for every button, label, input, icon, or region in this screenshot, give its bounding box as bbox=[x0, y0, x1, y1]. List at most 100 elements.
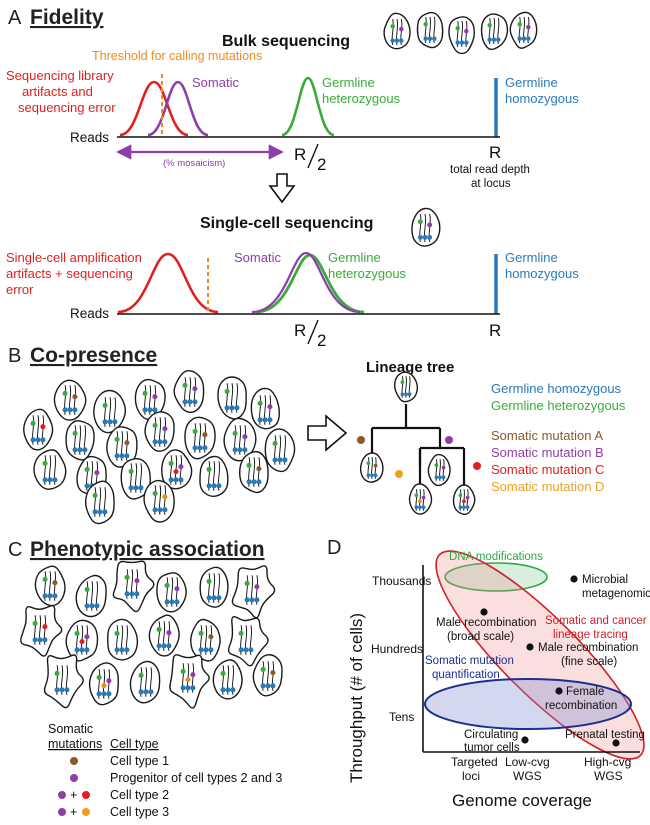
cell-icon bbox=[416, 11, 444, 49]
panel-b-letter: B bbox=[8, 345, 21, 367]
bulk-cells-illustration bbox=[383, 11, 538, 55]
cell-icon bbox=[227, 616, 269, 667]
x-tick-lowcvg-1: Low-cvg bbox=[505, 755, 550, 769]
cell-icon bbox=[199, 566, 229, 608]
point-male-fine bbox=[526, 643, 534, 651]
x-tick-highcvg-2: WGS bbox=[594, 769, 623, 783]
cell-icon bbox=[383, 12, 411, 50]
panel-b-title: Co-presence bbox=[30, 344, 157, 367]
label-microbial-2: metagenomics bbox=[582, 588, 650, 600]
cell-icon bbox=[106, 426, 138, 468]
panel-c-title: Phenotypic association bbox=[30, 538, 265, 561]
label-ctc-2: tumor cells bbox=[464, 742, 520, 754]
cell-icon bbox=[190, 618, 221, 662]
label-dna-modifications: DNA modifications bbox=[449, 551, 543, 563]
sc-artifacts-label-1: Single-cell amplification bbox=[6, 250, 142, 265]
reads-label: Reads bbox=[70, 130, 109, 145]
row-celltype-3: Cell type 3 bbox=[110, 805, 169, 819]
cell-icon bbox=[239, 450, 269, 494]
sc-germline-het-label-2: heterozygous bbox=[328, 266, 407, 281]
cell-icon bbox=[65, 619, 99, 662]
legend-germline-heterozygous: Germline heterozygous bbox=[491, 398, 626, 413]
label-mutation-quant-2: quantification bbox=[432, 669, 500, 681]
sc-somatic-label: Somatic bbox=[234, 250, 281, 265]
cell-icon bbox=[107, 618, 139, 661]
label-female-2: recombination bbox=[545, 700, 617, 712]
legend-dot-purple bbox=[70, 774, 78, 782]
cell-icon bbox=[20, 604, 63, 657]
label-mutation-quant-1: Somatic mutation bbox=[425, 655, 514, 667]
lineage-tree bbox=[357, 371, 481, 516]
label-lineage-tracing-1: Somatic and cancer bbox=[545, 615, 647, 627]
cell-icon bbox=[144, 411, 175, 452]
artifacts-label-2: artifacts and bbox=[22, 84, 93, 99]
x-tick-targeted-2: loci bbox=[462, 769, 480, 783]
plus-2: + bbox=[70, 805, 77, 819]
sc-r-half-denominator: 2 bbox=[317, 331, 326, 350]
cell-icon bbox=[161, 449, 193, 490]
cell-icon bbox=[452, 484, 476, 516]
cell-icon bbox=[143, 479, 175, 523]
col-mutations-1: Somatic bbox=[48, 722, 93, 736]
cell-icon bbox=[129, 660, 161, 704]
legend-dot-purple-3 bbox=[58, 808, 66, 816]
legend-dot-purple-2 bbox=[58, 791, 66, 799]
point-microbial bbox=[570, 575, 578, 583]
col-celltype: Cell type bbox=[110, 737, 159, 751]
depth-label-2: at locus bbox=[471, 178, 511, 190]
row-progenitor: Progenitor of cell types 2 and 3 bbox=[110, 771, 282, 785]
point-ctc bbox=[521, 736, 529, 744]
y-axis-label: Throughput (# of cells) bbox=[347, 613, 366, 783]
mosaicism-label: (% mosaicism) bbox=[163, 158, 225, 169]
cell-icon bbox=[84, 480, 115, 525]
mutation-legend: Germline homozygous Germline heterozygou… bbox=[491, 381, 626, 494]
label-male-fine-2: (fine scale) bbox=[561, 656, 617, 668]
somatic-curve bbox=[147, 80, 209, 137]
germline-hom-label-1: Germline bbox=[505, 75, 558, 90]
cell-icon bbox=[53, 379, 87, 421]
cell-icon bbox=[173, 370, 205, 414]
sc-r-half-label: R bbox=[294, 321, 306, 340]
cell-icon bbox=[480, 13, 509, 51]
legend-dot-red bbox=[82, 791, 90, 799]
cell-icon bbox=[43, 654, 84, 709]
cell-icon bbox=[427, 453, 451, 487]
panel-c-letter: C bbox=[8, 539, 22, 561]
label-prenatal: Prenatal testing bbox=[565, 729, 645, 741]
sc-reads-label: Reads bbox=[70, 306, 109, 321]
y-tick-thousands: Thousands bbox=[372, 574, 431, 588]
germline-hom-label-2: homozygous bbox=[505, 91, 579, 106]
y-tick-tens: Tens bbox=[389, 710, 414, 724]
cell-icon bbox=[250, 387, 280, 430]
lineage-tree-title: Lineage tree bbox=[366, 359, 454, 376]
single-cell-illustration bbox=[411, 207, 441, 247]
artifacts-curve bbox=[119, 80, 189, 137]
cell-icon bbox=[411, 207, 441, 247]
legend-somatic-b: Somatic mutation B bbox=[491, 445, 604, 460]
point-prenatal bbox=[612, 739, 620, 747]
label-male-broad-1: Male recombination bbox=[436, 617, 536, 629]
sc-r-label: R bbox=[489, 321, 501, 340]
cell-icon bbox=[184, 416, 216, 460]
cell-icon bbox=[33, 449, 67, 490]
depth-label-1: total read depth bbox=[450, 164, 530, 176]
cell-icon bbox=[169, 654, 210, 709]
cell-icon bbox=[264, 428, 296, 473]
co-presence-cell-cluster bbox=[23, 370, 296, 525]
cell-icon bbox=[252, 654, 283, 697]
cell-icon bbox=[75, 574, 107, 618]
label-lineage-tracing-2: lineage tracing bbox=[553, 629, 628, 641]
r-half-label: R bbox=[294, 145, 306, 164]
y-tick-hundreds: Hundreds bbox=[371, 642, 423, 656]
legend-dot-brown bbox=[70, 757, 78, 765]
cell-icon bbox=[134, 378, 166, 421]
r-half-slash bbox=[307, 143, 319, 169]
germline-het-label-2: heterozygous bbox=[322, 91, 401, 106]
down-arrow-icon bbox=[268, 173, 296, 204]
region-lineage-tracing bbox=[435, 550, 645, 760]
panel-a-title: Fidelity bbox=[30, 6, 104, 29]
label-male-broad-2: (broad scale) bbox=[447, 631, 514, 643]
label-female-1: Female bbox=[566, 686, 604, 698]
panel-a: A Fidelity Bulk sequencing Threshold for… bbox=[6, 6, 579, 350]
cell-icon bbox=[509, 11, 538, 49]
